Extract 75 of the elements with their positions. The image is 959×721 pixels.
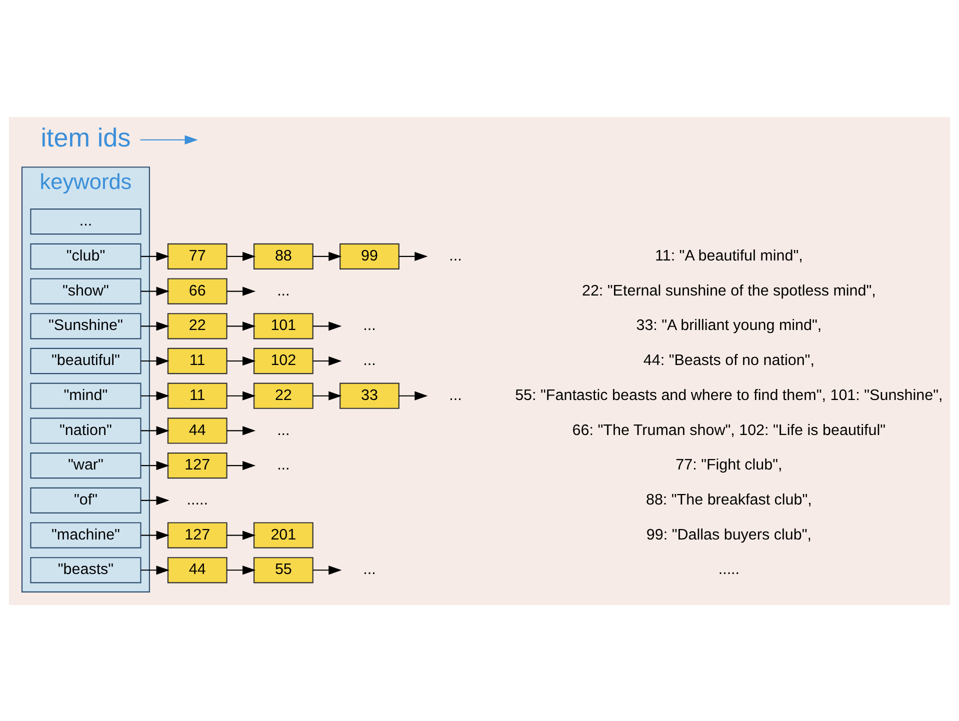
label: 66: "The Truman show", 102: "Life is beautiful" <box>572 421 886 438</box>
node-text: ... <box>277 456 290 474</box>
label: ..... <box>718 560 740 578</box>
node-box: "beautiful" <box>30 347 142 374</box>
node-box: "war" <box>30 452 142 478</box>
node-text: ... <box>449 246 462 264</box>
node-box: 22 <box>253 382 314 408</box>
arrow <box>226 286 256 296</box>
arrow <box>226 321 256 330</box>
arrow <box>140 286 170 296</box>
arrow <box>312 321 342 330</box>
arrow <box>140 390 170 400</box>
arrow <box>226 530 256 540</box>
node-text: ... <box>277 282 290 299</box>
node-box: "show" <box>30 278 142 304</box>
node-box: "Sunshine" <box>30 312 142 339</box>
node-box: 101 <box>253 312 314 339</box>
label: 22: "Eternal sunshine of the spotless mind", <box>582 282 876 299</box>
node-box: 201 <box>253 522 314 548</box>
node-box: "beasts" <box>30 556 142 583</box>
node-text: ... <box>363 560 376 578</box>
node-text: ... <box>449 386 462 404</box>
label: 77: "Fight club", <box>676 456 782 474</box>
arrow <box>312 390 342 400</box>
node-box: 55 <box>253 556 314 583</box>
node-text: ... <box>363 316 376 334</box>
arrow <box>312 565 342 574</box>
node-box: 88 <box>253 242 314 269</box>
label: 11: "A beautiful mind", <box>655 246 803 264</box>
arrow <box>226 426 256 435</box>
arrow <box>140 426 170 435</box>
arrow <box>398 251 428 260</box>
arrow <box>226 390 256 400</box>
node-box: 22 <box>167 312 228 339</box>
arrow <box>226 565 256 574</box>
node-box: 127 <box>167 522 228 548</box>
node-box: ... <box>30 208 142 234</box>
arrow <box>226 460 256 470</box>
node-text: ... <box>277 421 290 438</box>
arrow <box>140 356 170 366</box>
node-box: 102 <box>253 347 314 374</box>
node-box: 44 <box>167 556 228 583</box>
node-box: 99 <box>340 242 400 269</box>
arrow <box>398 390 428 400</box>
label: 88: "The breakfast club", <box>646 490 812 508</box>
arrow <box>140 251 170 260</box>
node-box: 127 <box>167 452 228 478</box>
node-box: 11 <box>167 347 228 374</box>
arrow <box>140 134 198 144</box>
node-text: item ids <box>40 122 131 152</box>
node-box: "club" <box>30 242 142 269</box>
node-box: 77 <box>167 242 228 269</box>
node-box: 33 <box>340 382 400 408</box>
arrow <box>140 495 170 504</box>
node-box: "nation" <box>30 417 142 444</box>
arrow <box>140 460 170 470</box>
arrow <box>312 356 342 366</box>
arrow <box>140 530 170 540</box>
node-box: 11 <box>167 382 228 408</box>
node-text: ... <box>363 352 376 369</box>
label: 55: "Fantastic beasts and where to find them", 101: "Sunshine", <box>515 386 943 404</box>
node-box: 66 <box>167 278 228 304</box>
arrow <box>140 321 170 330</box>
arrow <box>226 356 256 366</box>
node-box: "machine" <box>30 522 142 548</box>
node-box: 44 <box>167 417 228 444</box>
node-box: "mind" <box>30 382 142 408</box>
arrow <box>312 251 342 260</box>
node-text: ..... <box>186 490 208 508</box>
arrow <box>226 251 256 260</box>
arrow <box>140 565 170 574</box>
node-box: "of" <box>30 486 142 513</box>
label: 33: "A brilliant young mind", <box>636 316 822 334</box>
label: 44: "Beasts of no nation", <box>643 352 814 369</box>
label: 99: "Dallas buyers club", <box>646 526 812 543</box>
